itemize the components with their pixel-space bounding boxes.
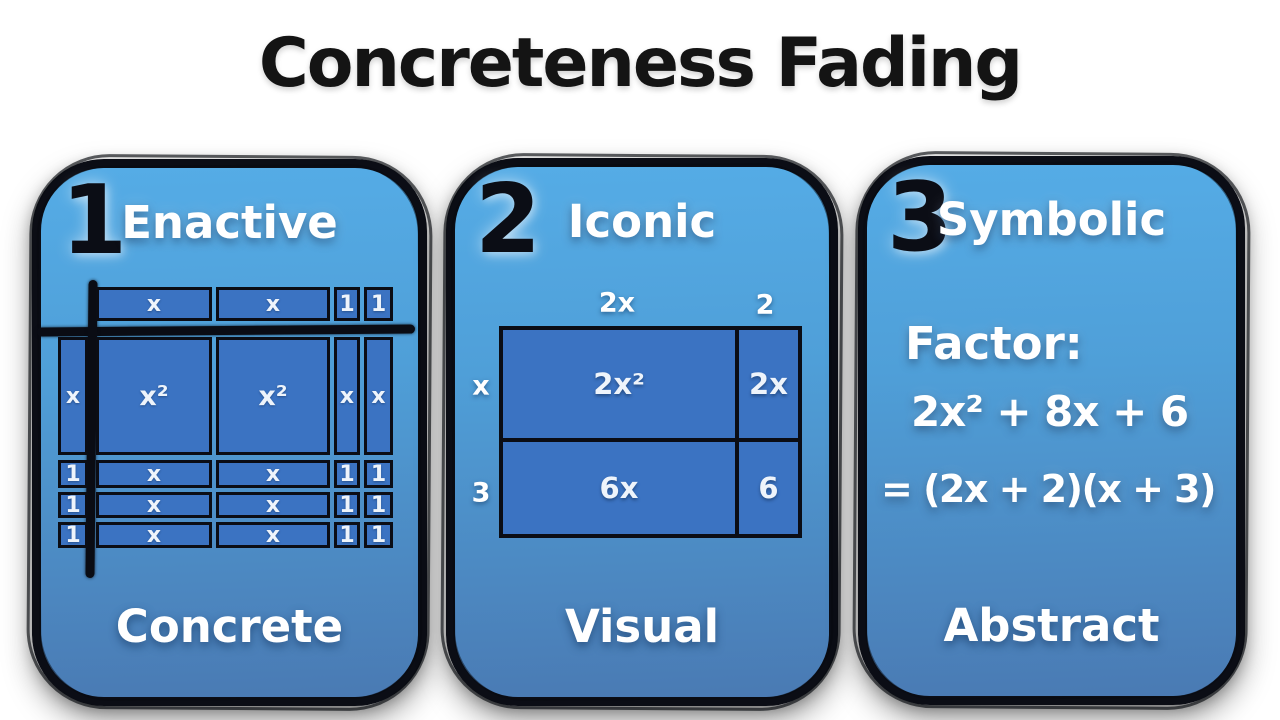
- algebra-tile: 1: [364, 287, 393, 321]
- algebra-tile: x: [334, 337, 360, 455]
- panel-number-2: 2: [475, 165, 542, 275]
- panel-number-3: 3: [887, 163, 954, 273]
- algebra-tile: x: [364, 337, 393, 455]
- area-cell-2x: 2x: [739, 330, 798, 438]
- panel-footer-concrete: Concrete: [115, 600, 344, 653]
- equation-factored: = (2x + 2)(x + 3): [881, 467, 1216, 511]
- algebra-tile: x²: [96, 337, 212, 455]
- algebra-tile: 1: [58, 460, 88, 488]
- panel-iconic: 2 Iconic 2x 2 x 3 2x² 2x 6x 6 Visual: [446, 158, 838, 706]
- algebra-tile: x: [96, 492, 212, 518]
- algebra-tile: 1: [334, 460, 360, 488]
- panel-footer-visual: Visual: [564, 600, 720, 653]
- panel-heading-symbolic: Symbolic: [936, 193, 1167, 246]
- area-cell-2x2: 2x²: [503, 330, 735, 438]
- algebra-tile: x: [96, 287, 212, 321]
- panel-number-1: 1: [61, 166, 128, 276]
- algebra-tile: x: [96, 460, 212, 488]
- panel-footer-abstract: Abstract: [943, 599, 1160, 652]
- algebra-tile: 1: [58, 492, 88, 518]
- equation-factor-label: Factor:: [905, 317, 1083, 370]
- page-title: Concreteness Fading: [258, 24, 1023, 103]
- algebra-tile: 1: [334, 492, 360, 518]
- algebra-tile: x: [216, 492, 330, 518]
- equation-polynomial: 2x² + 8x + 6: [911, 387, 1189, 436]
- algebra-tile: x: [96, 522, 212, 548]
- dim-label-top-2x: 2x: [598, 287, 636, 319]
- panel-heading-enactive: Enactive: [121, 196, 338, 249]
- algebra-tile: x: [58, 337, 88, 455]
- algebra-tile: 1: [334, 522, 360, 548]
- algebra-tile: 1: [364, 460, 393, 488]
- area-cell-6x: 6x: [503, 442, 735, 534]
- dim-label-side-x: x: [472, 370, 490, 402]
- algebra-tile: x: [216, 287, 330, 321]
- panel-heading-iconic: Iconic: [567, 195, 717, 248]
- dim-label-top-2: 2: [755, 289, 775, 321]
- panel-symbolic: 3 Symbolic Factor: 2x² + 8x + 6 = (2x + …: [858, 156, 1245, 705]
- area-model: 2x² 2x 6x 6: [499, 326, 802, 538]
- algebra-tile: x: [216, 460, 330, 488]
- panel-enactive: 1 Enactive x x 1 1 x 1 1 1 x² x² x x x x…: [32, 159, 427, 706]
- algebra-tile: 1: [364, 522, 393, 548]
- algebra-tile: 1: [58, 522, 88, 548]
- area-cell-6: 6: [739, 442, 798, 534]
- dim-label-side-3: 3: [471, 477, 491, 509]
- algebra-tile: x²: [216, 337, 330, 455]
- algebra-tile: x: [216, 522, 330, 548]
- algebra-tile: 1: [334, 287, 360, 321]
- algebra-tile: 1: [364, 492, 393, 518]
